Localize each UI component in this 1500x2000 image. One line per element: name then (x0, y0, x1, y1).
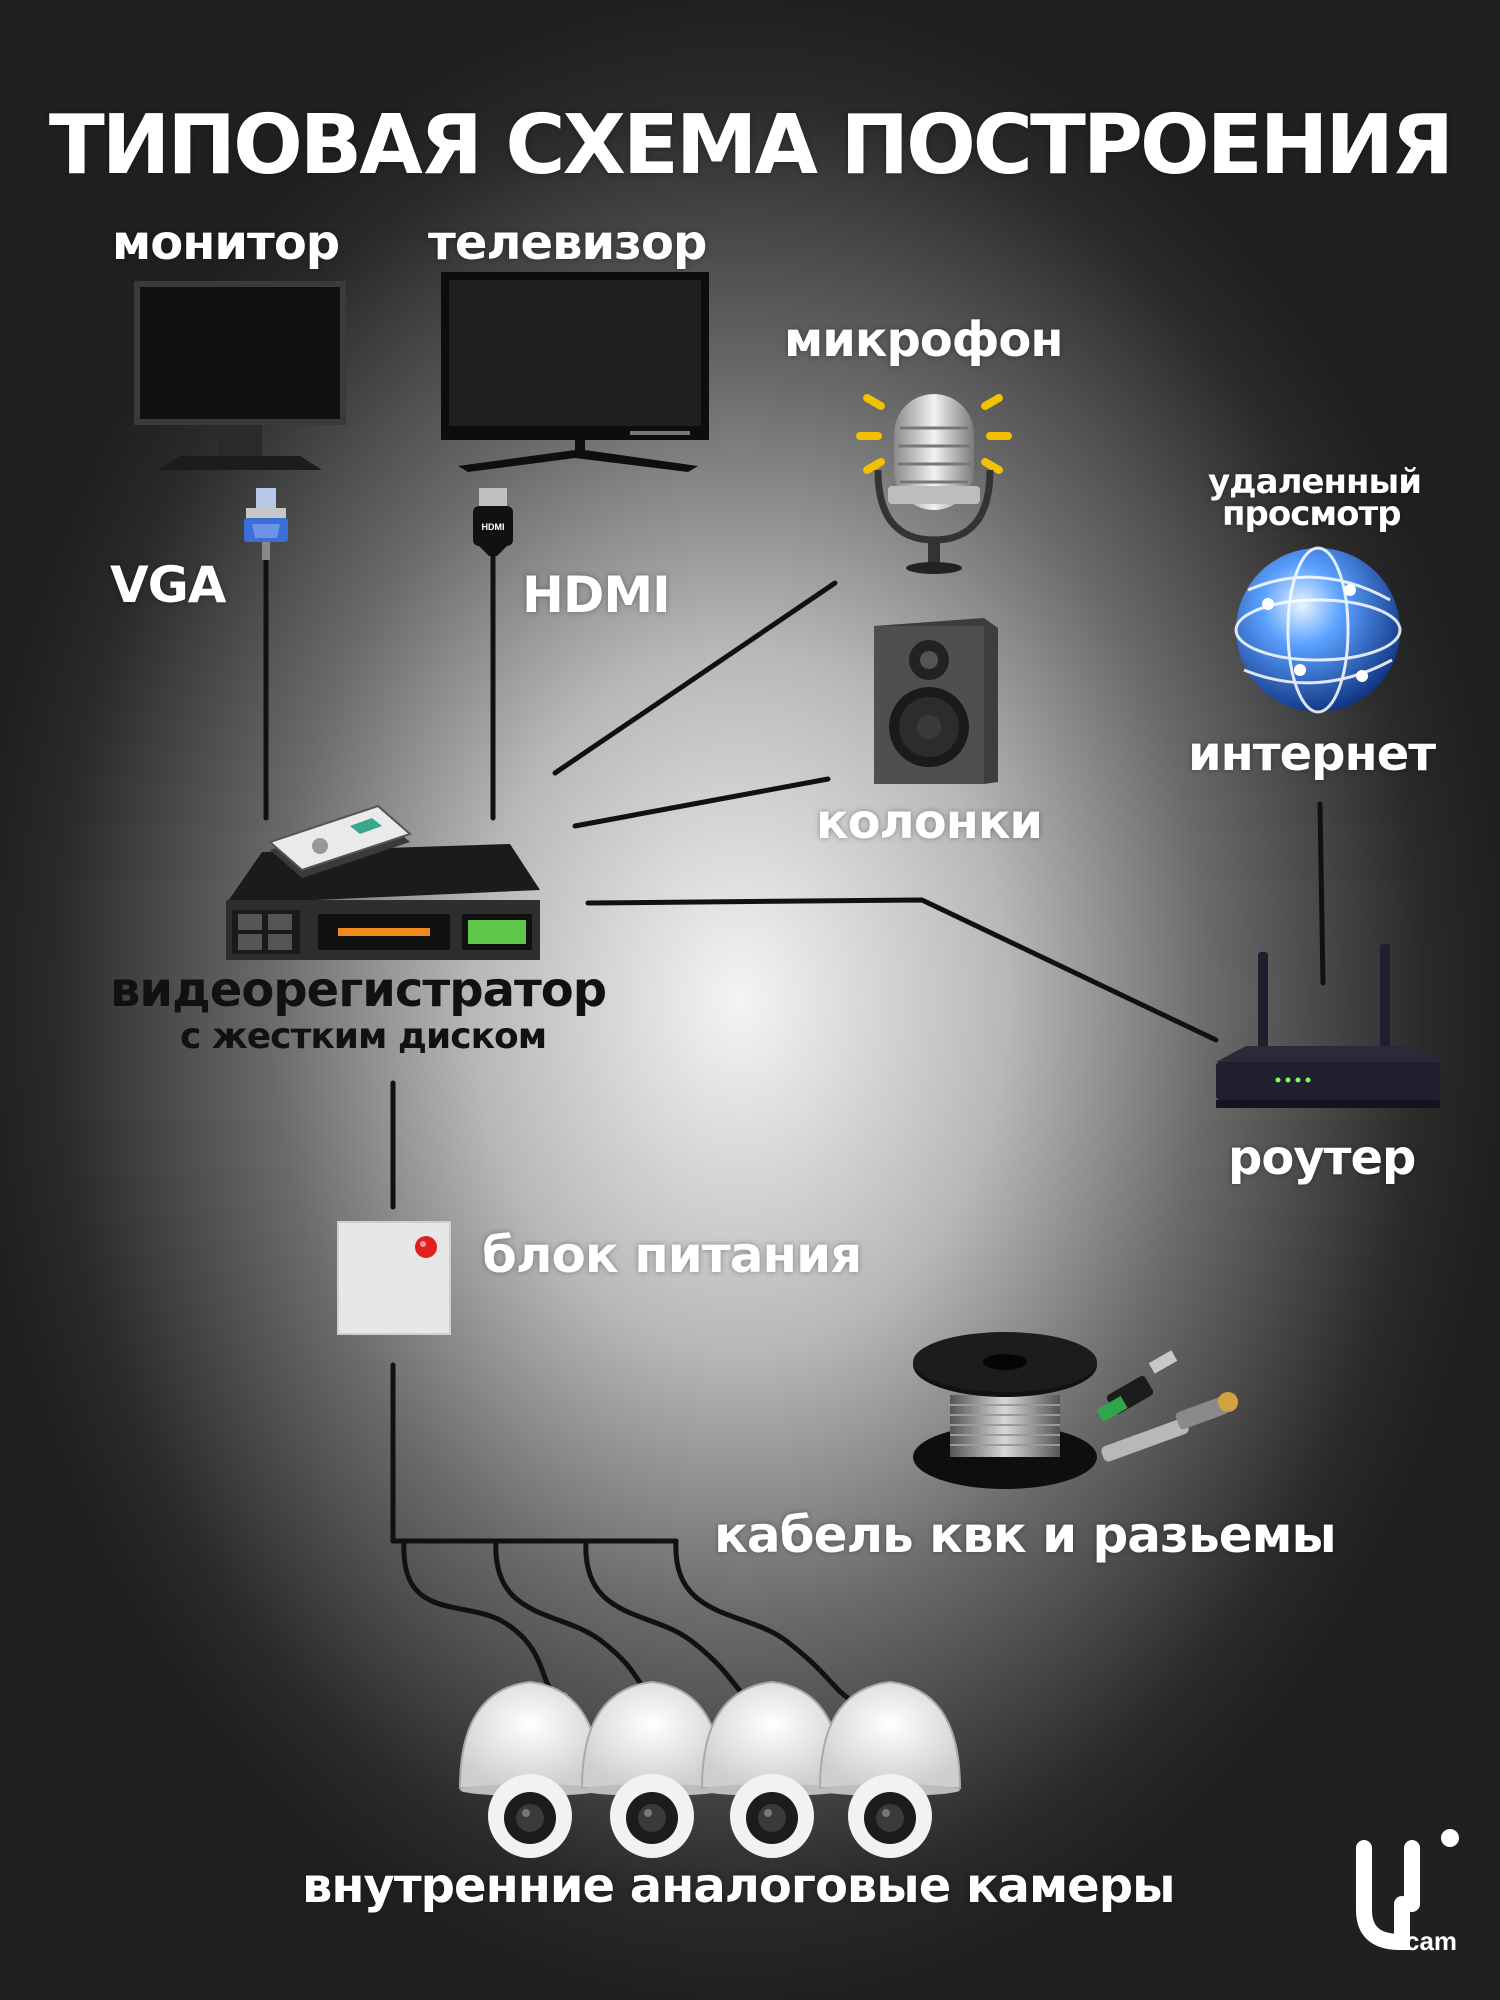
camera-2-icon (582, 1682, 722, 1858)
monitor-icon (134, 281, 346, 470)
internet-link-line (1320, 804, 1323, 983)
tv-label: телевизор (428, 215, 706, 271)
connectors-icon (1096, 1350, 1238, 1463)
power-supply-label: блок питания (482, 1226, 861, 1284)
cable-spool-icon (913, 1332, 1097, 1489)
hdmi-connector-icon: HDMI (473, 488, 513, 556)
monitor-label: монитор (112, 215, 339, 271)
logo-text: cam (1405, 1926, 1457, 1956)
camera-cable-3 (586, 1541, 748, 1698)
dvr-label-line2: с жестким диском (180, 1016, 546, 1057)
cameras-label: внутренние аналоговые камеры (302, 1858, 1175, 1914)
microphone-icon (856, 393, 1012, 574)
camera-1-icon (460, 1682, 600, 1858)
hdmi-plug-label: HDMI (482, 522, 505, 532)
camera-group (460, 1682, 960, 1858)
camera-4-icon (820, 1682, 960, 1858)
ucam-logo: cam (1364, 1829, 1459, 1956)
microphone-label: микрофон (784, 312, 1063, 368)
dvr-icon (226, 806, 540, 960)
router-link-line (588, 900, 1216, 1040)
speaker-link-line (575, 779, 828, 826)
tv-icon (441, 272, 709, 472)
power-supply-icon (338, 1222, 450, 1334)
vga-connector-icon (244, 488, 288, 560)
camera-cable-2 (496, 1541, 652, 1698)
page-title: ТИПОВАЯ СХЕМА ПОСТРОЕНИЯ (0, 98, 1500, 193)
cable-label: кабель квк и разьемы (714, 1506, 1336, 1564)
remote-view-label-line2: просмотр (1222, 494, 1401, 534)
speakers-label: колонки (816, 794, 1042, 850)
dvr-label-line1: видеорегистратор (110, 962, 606, 1018)
globe-icon (1236, 548, 1400, 712)
hdmi-label: HDMI (522, 566, 670, 624)
router-icon (1216, 944, 1440, 1108)
camera-cable-1 (404, 1541, 552, 1690)
speaker-icon (874, 618, 998, 784)
camera-cable-4 (676, 1541, 848, 1698)
vga-label: VGA (110, 556, 225, 614)
router-label: роутер (1228, 1130, 1415, 1186)
internet-label: интернет (1188, 726, 1435, 782)
